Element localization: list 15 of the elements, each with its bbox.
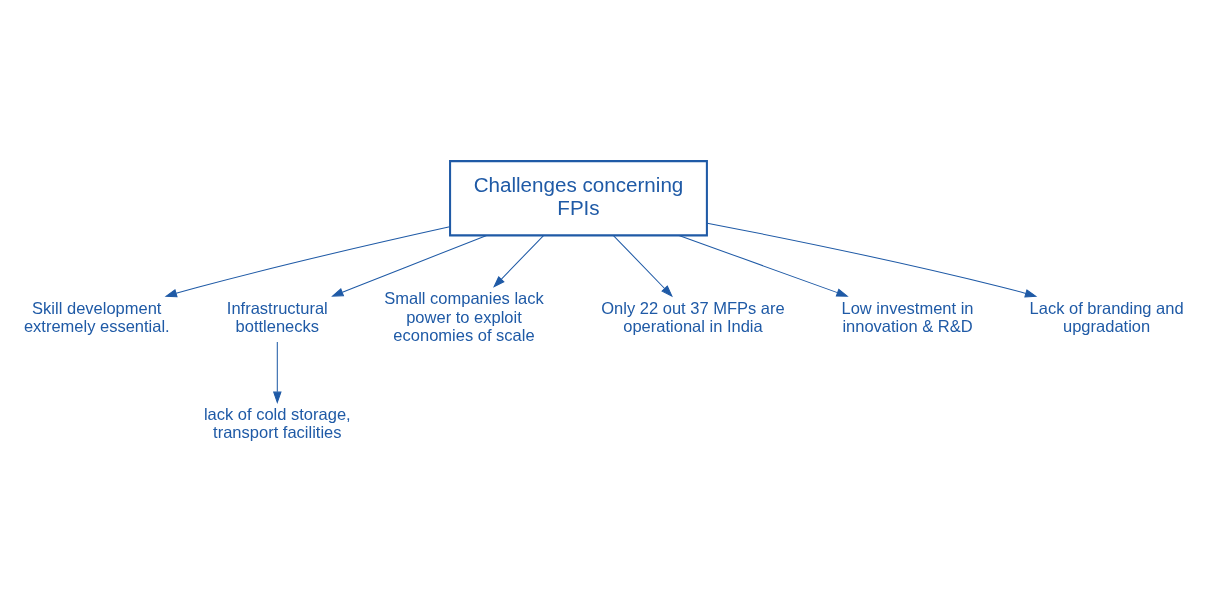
arrow <box>612 234 673 297</box>
node-text: Low investment in innovation & R&D <box>841 298 974 335</box>
arrow <box>706 222 1038 297</box>
arrow <box>272 341 282 404</box>
node-text: lack of cold storage, transport facilities <box>203 404 351 441</box>
node-box: Challenges concerning FPIs <box>449 159 708 236</box>
node-text: Infrastructural bottlenecks <box>226 298 328 335</box>
arrow <box>331 234 488 297</box>
arrow <box>164 225 451 297</box>
arrow <box>678 234 849 297</box>
node-text: Skill development extremely essential. <box>23 298 170 335</box>
node-text: Only 22 out 37 MFPs are operational in India <box>601 298 785 335</box>
arrow <box>493 234 545 288</box>
node-text: Small companies lack power to exploit economies of scale <box>384 288 544 344</box>
node-text: Lack of branding and upgradation <box>1029 298 1184 335</box>
